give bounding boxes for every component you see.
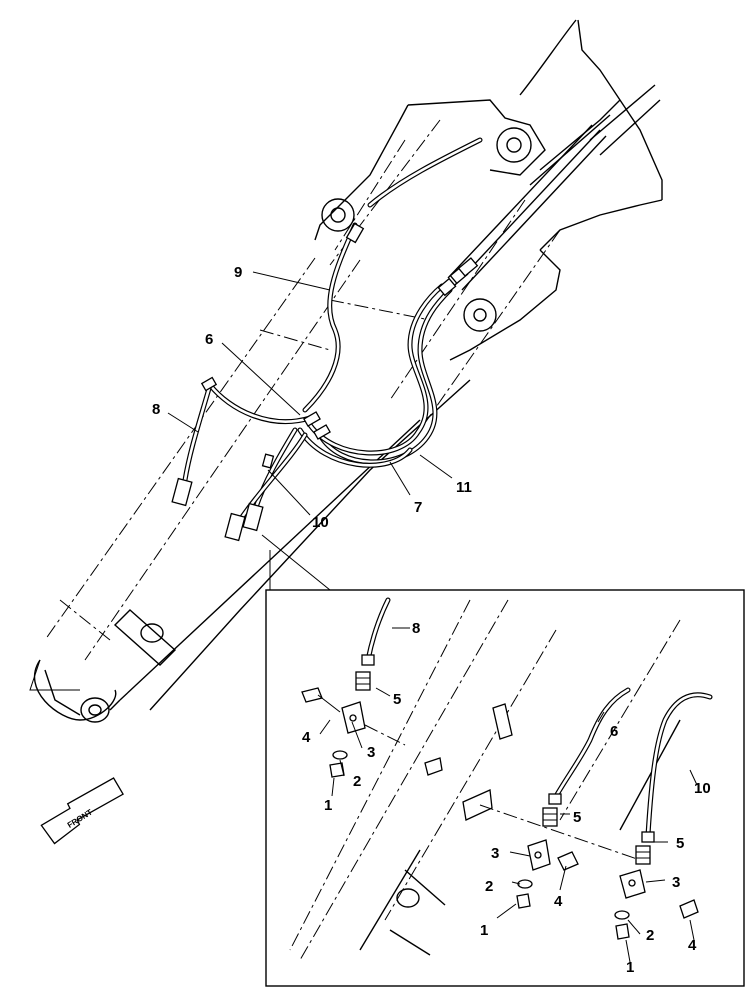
callout-3-detail-mid: 3 (491, 845, 499, 862)
callout-7: 7 (414, 499, 422, 516)
boom-arm (29, 19, 663, 723)
callout-4-detail-mid: 4 (554, 893, 563, 910)
callout-4-detail-right: 4 (688, 937, 697, 954)
callout-2-detail-right: 2 (646, 927, 654, 944)
callout-6: 6 (205, 331, 213, 348)
hose-assembly (171, 124, 607, 542)
callout-3-detail-right: 3 (672, 874, 680, 891)
callout-10-detail: 10 (694, 780, 711, 797)
callout-4-detail-left: 4 (302, 729, 311, 746)
callout-10: 10 (312, 514, 329, 531)
callout-2-detail-left: 2 (353, 773, 361, 790)
leader-lines-main (167, 271, 453, 591)
callout-8-detail: 8 (412, 620, 420, 637)
callout-5-detail-left: 5 (393, 691, 401, 708)
callout-1-detail-right: 1 (626, 959, 634, 976)
callout-8: 8 (152, 401, 160, 418)
callout-6-detail: 6 (610, 723, 618, 740)
callouts: 9 6 8 11 7 10 8 5 4 3 2 1 6 5 3 2 4 1 10… (152, 264, 711, 976)
detail-view (265, 589, 745, 987)
detail-frame (265, 589, 745, 987)
callout-1-detail-mid: 1 (480, 922, 488, 939)
callout-9: 9 (234, 264, 242, 281)
callout-5-detail-right: 5 (676, 835, 684, 852)
callout-11: 11 (456, 479, 472, 496)
front-direction-arrow: FRONT (40, 777, 124, 845)
callout-5-detail-mid: 5 (573, 809, 581, 826)
callout-3-detail-left: 3 (367, 744, 375, 761)
callout-1-detail-left: 1 (324, 797, 332, 814)
callout-2-detail-mid: 2 (485, 878, 493, 895)
